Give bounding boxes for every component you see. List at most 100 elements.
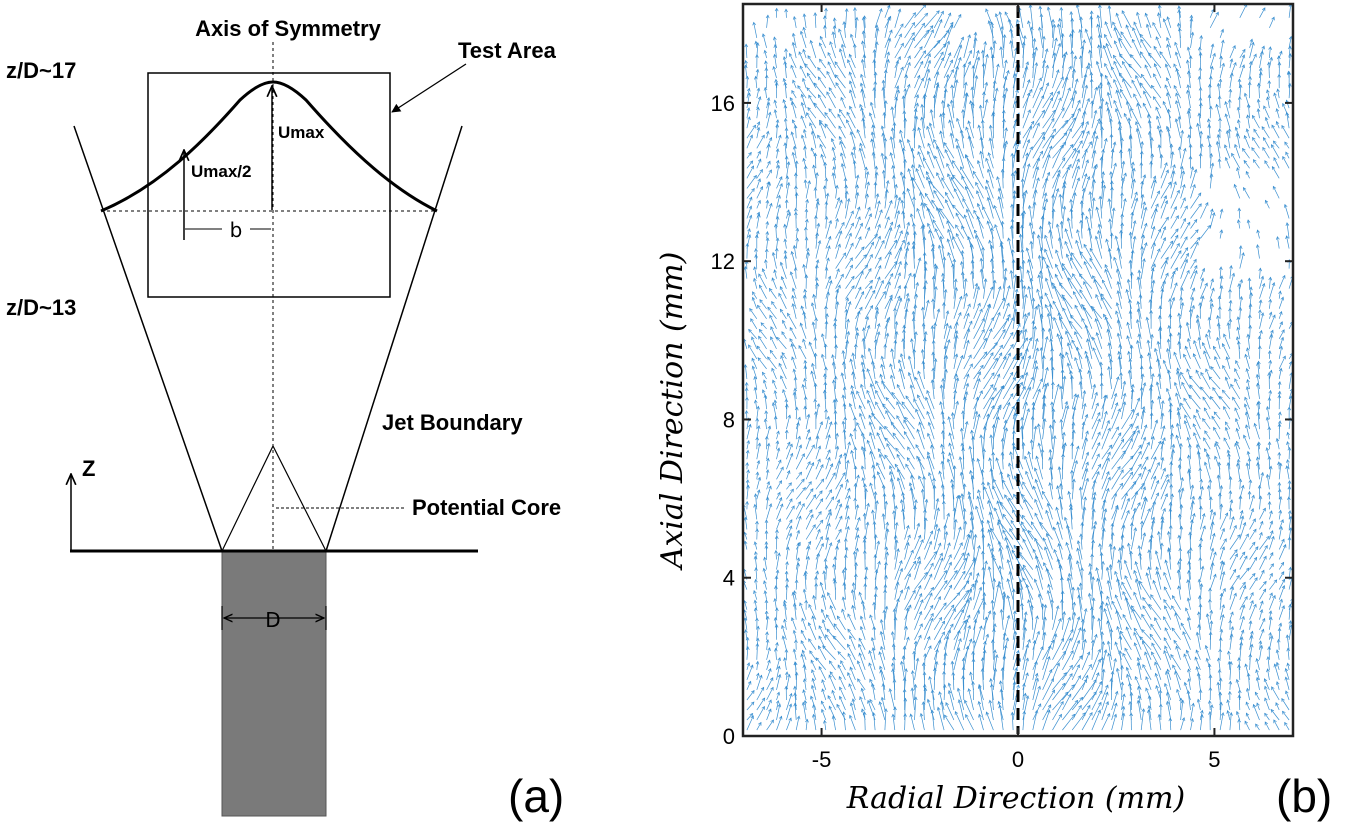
velocity-vector (1042, 604, 1047, 630)
velocity-vector-head (1158, 689, 1163, 694)
velocity-vector (1285, 677, 1290, 690)
velocity-vector-head (1133, 527, 1138, 532)
velocity-vector-head (1078, 486, 1083, 491)
velocity-vector-head (1018, 578, 1023, 583)
velocity-vector (864, 305, 873, 319)
velocity-vector (1200, 386, 1211, 400)
velocity-vector (1150, 520, 1155, 540)
velocity-vector (901, 661, 905, 680)
velocity-vector (1188, 669, 1191, 680)
velocity-vector (1163, 616, 1172, 630)
velocity-vector-head (1220, 712, 1225, 716)
velocity-vector (1101, 471, 1110, 490)
velocity-vector-head (785, 671, 789, 676)
velocity-vector (864, 522, 869, 540)
velocity-vector-head (1121, 581, 1125, 586)
velocity-vector (864, 539, 866, 560)
velocity-vector (953, 609, 964, 630)
velocity-vector-head (1101, 668, 1106, 673)
velocity-vector-head (1154, 661, 1158, 666)
velocity-vector (1140, 496, 1146, 510)
velocity-vector-head (954, 710, 959, 715)
velocity-vector (1121, 510, 1130, 530)
velocity-vector (1212, 387, 1221, 400)
velocity-vector (1121, 694, 1125, 711)
velocity-vector-head (1253, 528, 1257, 533)
velocity-vector-head (1245, 712, 1250, 717)
velocity-vector-head (821, 594, 825, 599)
velocity-vector (1219, 528, 1225, 540)
velocity-vector (998, 701, 1004, 721)
velocity-vector (1042, 709, 1050, 731)
velocity-vector-head (788, 532, 793, 537)
velocity-vector (1126, 674, 1132, 690)
velocity-vector-head (821, 708, 825, 713)
velocity-vector (818, 635, 827, 650)
velocity-vector (884, 528, 889, 550)
velocity-vector (1002, 514, 1014, 530)
velocity-vector (1140, 486, 1146, 500)
velocity-vector (1138, 695, 1142, 711)
velocity-vector-head (983, 640, 987, 645)
velocity-vector (892, 432, 905, 450)
velocity-vector-head (802, 678, 807, 683)
velocity-vector-head (1194, 656, 1198, 661)
velocity-vector (1067, 577, 1073, 600)
velocity-vector (1229, 634, 1233, 650)
velocity-vector (1065, 542, 1073, 560)
velocity-vector-head (1085, 477, 1090, 482)
velocity-vector (805, 494, 816, 510)
velocity-vector-head (783, 618, 787, 623)
velocity-vector (1115, 641, 1122, 660)
velocity-vector (1121, 498, 1130, 520)
velocity-vector (894, 535, 897, 550)
velocity-vector-head (892, 510, 896, 514)
velocity-vector-head (801, 502, 805, 507)
velocity-vector-head (848, 683, 852, 688)
velocity-vector (852, 605, 856, 620)
velocity-vector (982, 657, 984, 680)
velocity-vector (834, 580, 836, 600)
velocity-vector (1042, 704, 1052, 721)
velocity-vector-head (893, 534, 898, 539)
velocity-vector-head (840, 660, 844, 664)
velocity-vector-head (858, 591, 863, 596)
velocity-vector-head (878, 651, 882, 656)
velocity-vector-head (1171, 605, 1175, 610)
velocity-vector-head (1160, 542, 1164, 547)
velocity-vector (1187, 550, 1191, 570)
velocity-vector-head (1097, 617, 1101, 622)
velocity-vector (943, 604, 955, 620)
velocity-vector-head (896, 598, 900, 603)
velocity-vector-head (1180, 699, 1185, 704)
velocity-vector-head (1208, 598, 1212, 603)
velocity-vector (907, 457, 915, 470)
velocity-vector (1022, 693, 1026, 711)
velocity-vector-head (1266, 668, 1270, 673)
velocity-vector (801, 618, 807, 630)
velocity-vector (991, 548, 994, 570)
velocity-vector-head (1269, 616, 1273, 621)
velocity-vector-head (826, 614, 830, 618)
velocity-vector (1190, 718, 1193, 731)
velocity-vector (953, 647, 960, 670)
velocity-vector (1269, 552, 1274, 560)
velocity-vector (904, 273, 912, 289)
velocity-vector (1156, 571, 1162, 590)
velocity-vector (1200, 538, 1202, 550)
velocity-vector (943, 513, 950, 530)
velocity-vector (1042, 640, 1054, 660)
velocity-vector (802, 650, 807, 660)
velocity-vector (1140, 424, 1147, 440)
velocity-vector (1122, 591, 1132, 610)
velocity-vector-head (1272, 594, 1276, 599)
velocity-vector-head (818, 635, 822, 640)
velocity-vector-head (1133, 569, 1137, 574)
velocity-vector (800, 630, 807, 640)
velocity-vector-head (765, 638, 770, 643)
b-label: b (230, 218, 243, 242)
velocity-vector-head (753, 589, 757, 594)
velocity-vector-head (1175, 645, 1179, 650)
velocity-vector (1052, 605, 1059, 630)
